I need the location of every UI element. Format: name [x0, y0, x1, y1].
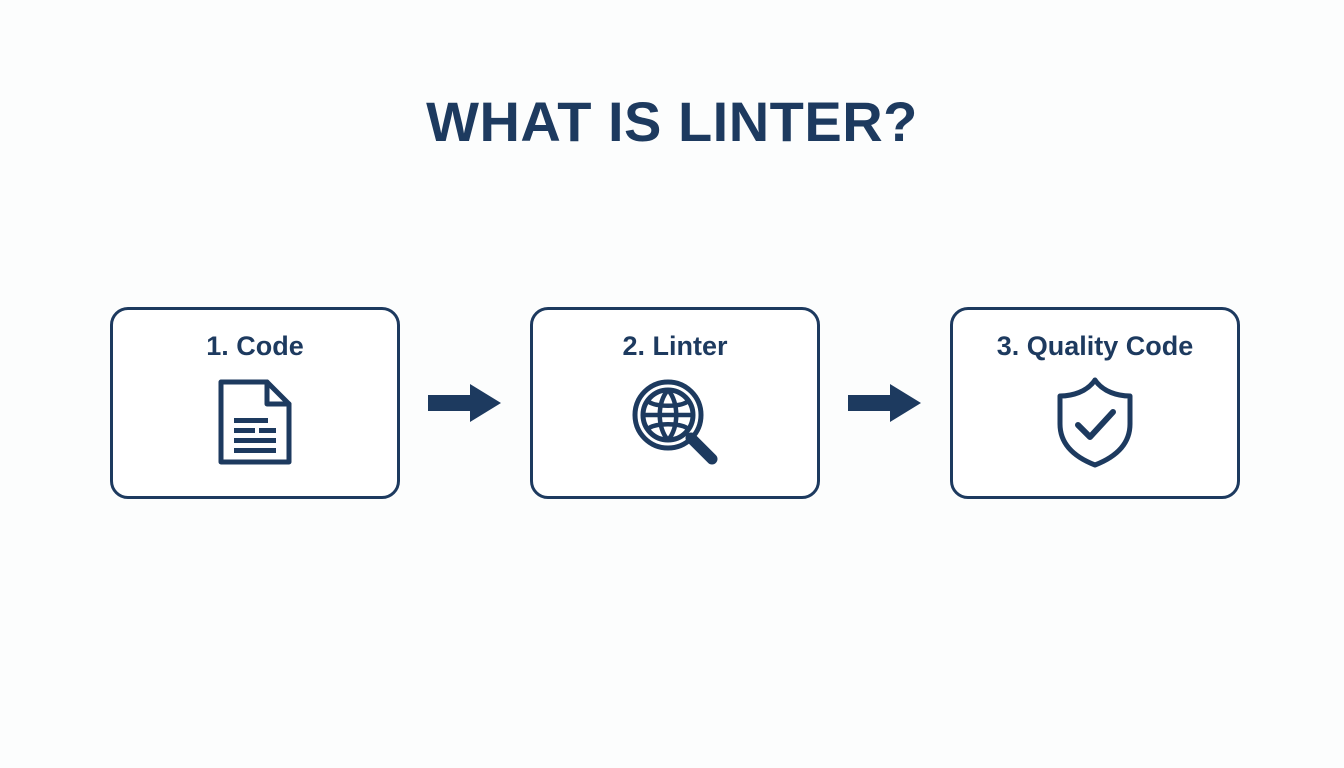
flow-step-linter[interactable]: 2. Linter — [530, 307, 820, 499]
flow-step-code[interactable]: 1. Code — [110, 307, 400, 499]
arrow-right-icon — [428, 383, 502, 423]
page-title: WHAT IS LINTER? — [426, 90, 918, 153]
process-flow: 1. Code 2. Linter — [110, 306, 1240, 500]
flow-step-label: 3. Quality Code — [996, 331, 1194, 361]
flow-step-quality-code[interactable]: 3. Quality Code — [950, 307, 1240, 499]
flow-step-label: 1. Code — [206, 331, 304, 361]
magnifying-glass-globe-icon — [627, 374, 723, 470]
document-icon — [207, 374, 303, 470]
flow-step-label: 2. Linter — [622, 331, 728, 361]
arrow-right-icon — [848, 383, 922, 423]
shield-check-icon — [1047, 374, 1143, 470]
